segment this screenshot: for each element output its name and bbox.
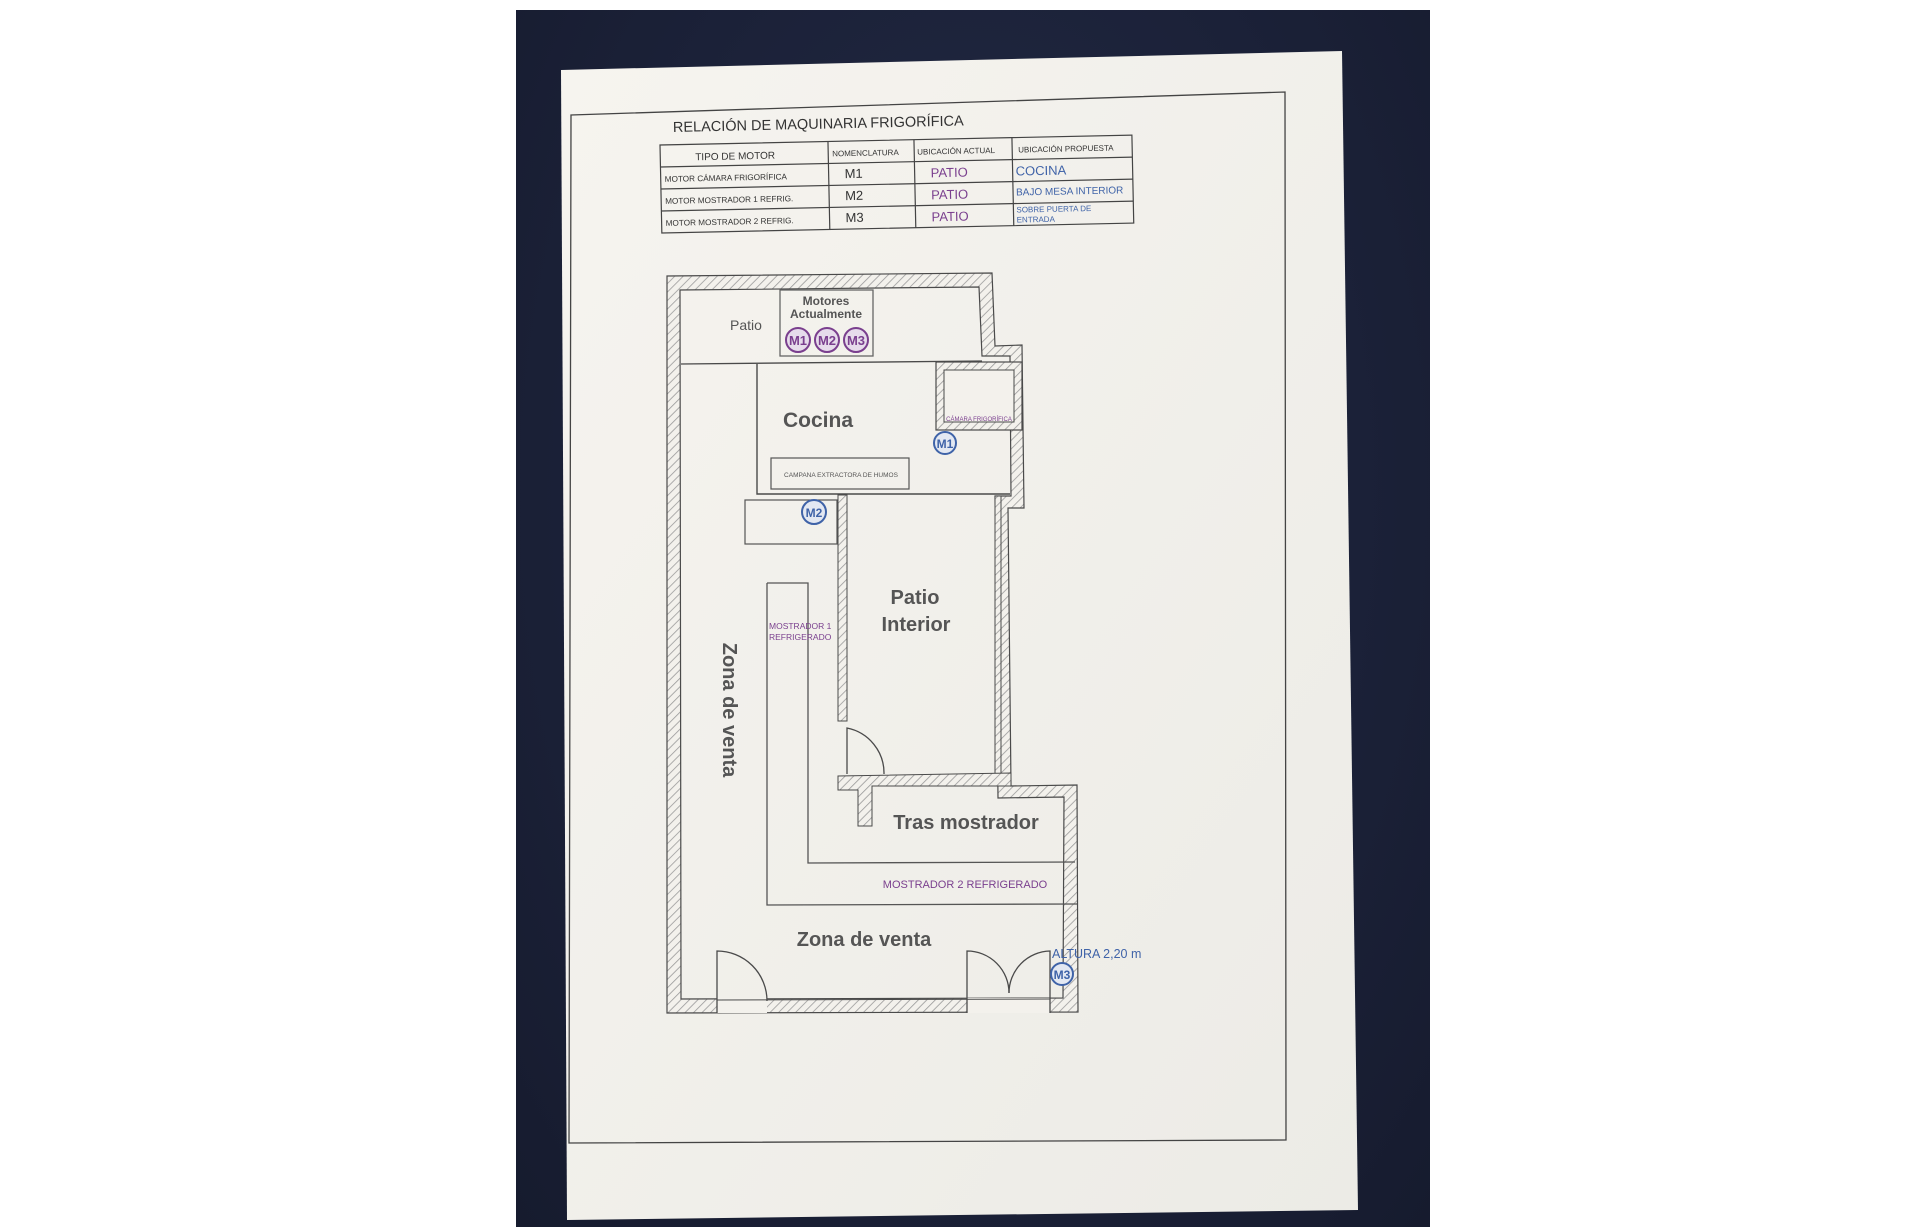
- sales-zone-vertical-label: Zona de venta: [718, 643, 740, 778]
- motor-m2-current-label: M2: [818, 333, 836, 348]
- patio-label: Patio: [730, 317, 762, 333]
- motor-m1-current-label: M1: [789, 333, 807, 348]
- motor-m3-current: [843, 327, 869, 353]
- interior-door: [846, 727, 885, 775]
- row1-propuesta: COCINA: [1015, 162, 1066, 178]
- motors-label-line2: Actualmente: [790, 307, 862, 321]
- inner-wall-left: [837, 494, 848, 722]
- interior-table: [744, 499, 838, 545]
- behind-counter-label: Tras mostrador: [893, 812, 1039, 834]
- motor-m3-current-label: M3: [847, 333, 865, 348]
- machinery-table: RELACIÓN DE MAQUINARIA FRIGORÍFICA TIPO …: [659, 112, 1135, 234]
- paper-sheet: [561, 51, 1358, 1220]
- header-nomenclatura: NOMENCLATURA: [832, 148, 899, 158]
- motor-m1-current: [785, 327, 811, 353]
- door-opening-right: [967, 998, 1050, 1013]
- row3-tipo: MOTOR MOSTRADOR 2 REFRIG.: [666, 216, 794, 228]
- row3-nom: M3: [845, 210, 863, 225]
- entrance-door-left: [716, 950, 768, 1013]
- row2-tipo: MOTOR MOSTRADOR 1 REFRIG.: [665, 194, 793, 206]
- height-note: ALTURA 2,20 m: [1052, 947, 1141, 961]
- tras-mostrador-wall: [837, 772, 1012, 827]
- cold-room-inner: [943, 369, 1015, 423]
- patio-interior-label-line2: Interior: [882, 614, 951, 636]
- motors-box: [779, 289, 874, 357]
- extractor-hood: [770, 457, 910, 490]
- cold-room-label: CÁMARA FRIGORÍFICA: [946, 416, 1012, 423]
- row2-actual: PATIO: [931, 187, 968, 203]
- entrance-threshold: [716, 998, 1051, 1001]
- counter-2: [766, 583, 1078, 906]
- sales-zone-label: Zona de venta: [797, 929, 932, 951]
- motor-m1-proposed: [933, 431, 957, 455]
- header-tipo: TIPO DE MOTOR: [695, 151, 775, 164]
- table-title: RELACIÓN DE MAQUINARIA FRIGORÍFICA: [673, 112, 964, 136]
- row1-actual: PATIO: [930, 165, 967, 181]
- page-border: [568, 91, 1287, 1144]
- motor-m3-proposed: [1050, 962, 1074, 986]
- entrance-door-right-b: [1008, 950, 1051, 1013]
- row3-propuesta-line2: ENTRADA: [1017, 215, 1056, 225]
- counter-1-label-line2: REFRIGERADO: [769, 632, 832, 642]
- motor-m2-proposed: [801, 499, 827, 525]
- header-propuesta: UBICACIÓN PROPUESTA: [1018, 143, 1114, 154]
- current-motors: M1 M2 M3: [785, 327, 869, 353]
- door-opening-left: [717, 998, 767, 1013]
- patio-interior-label-line1: Patio: [891, 587, 940, 609]
- inner-wall-right: [994, 495, 1002, 787]
- motor-m2-proposed-label: M2: [806, 506, 823, 520]
- kitchen-walls: [756, 364, 1010, 495]
- row3-actual: PATIO: [931, 209, 968, 225]
- motors-label-line1: Motores: [803, 294, 850, 308]
- patio-wall: [680, 360, 983, 365]
- motor-m3-proposed-label: M3: [1054, 968, 1071, 982]
- row3-propuesta: SOBRE PUERTA DE: [1016, 204, 1091, 215]
- row2-nom: M2: [845, 188, 863, 203]
- motor-m1-proposed-label: M1: [937, 437, 954, 451]
- extractor-hood-label: CAMPANA EXTRACTORA DE HUMOS: [784, 472, 899, 479]
- row1-nom: M1: [844, 166, 862, 181]
- floor-plan: Patio Motores Actualmente M1 M2 M3 Cocin…: [666, 272, 1141, 1014]
- counter-1: [767, 582, 1076, 864]
- row2-propuesta: BAJO MESA INTERIOR: [1016, 185, 1123, 198]
- row1-tipo: MOTOR CÁMARA FRIGORÍFICA: [665, 171, 788, 184]
- entrance-door-right-a: [966, 950, 1010, 1013]
- kitchen-label: Cocina: [783, 409, 853, 432]
- counter-2-label: MOSTRADOR 2 REFRIGERADO: [883, 879, 1048, 891]
- header-actual: UBICACIÓN ACTUAL: [917, 146, 996, 157]
- counter-1-label-line1: MOSTRADOR 1: [769, 621, 832, 631]
- motor-m2-current: [814, 327, 840, 353]
